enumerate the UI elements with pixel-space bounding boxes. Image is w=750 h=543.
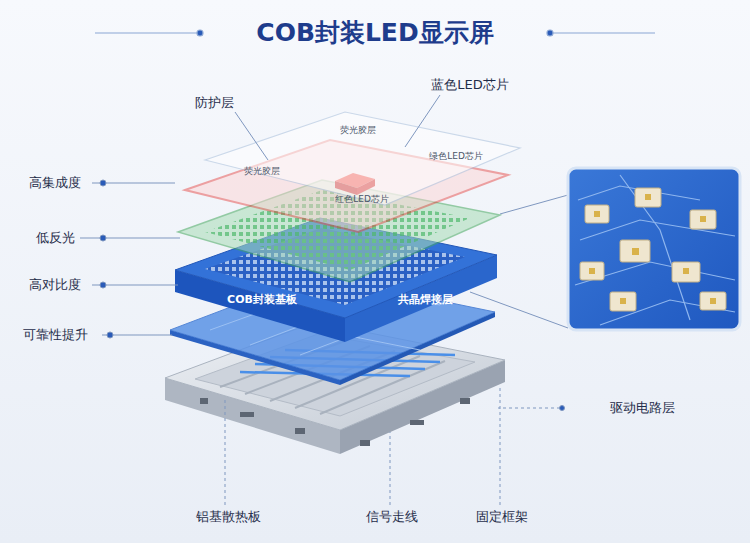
part-label: 信号走线 [366, 510, 418, 524]
metal-frame-part [295, 428, 305, 434]
feature-label: 可靠性提升 [23, 328, 88, 342]
inset-closeup-part [580, 188, 726, 311]
leader-lines-part [100, 180, 106, 186]
part-label: 铝基散热板 [196, 510, 261, 524]
leader-lines-part [470, 292, 568, 328]
inset-closeup-part [589, 268, 595, 274]
layer-label: 绿色LED芯片 [429, 152, 483, 162]
title-decoration-part [547, 30, 553, 36]
title-decoration-part [550, 32, 655, 33]
leader-lines-part [107, 332, 113, 338]
layer-label: 红色LED芯片 [335, 195, 389, 205]
driver-circuit-board-part [300, 336, 420, 355]
part-label: 固定框架 [476, 510, 528, 524]
inset-closeup [568, 168, 740, 330]
inset-closeup-part [610, 292, 636, 311]
leader-lines-part [498, 408, 560, 409]
inset-closeup-part [700, 216, 706, 222]
leader-lines-part [500, 195, 568, 214]
feature-label: 高集成度 [29, 176, 81, 190]
feature-label: 高对比度 [29, 278, 81, 292]
protective-glass [205, 112, 520, 205]
layer-label: 共晶焊接层 [398, 294, 453, 306]
leader-lines-part [390, 432, 391, 505]
leader-lines-part [80, 238, 180, 239]
inset-closeup-part [568, 168, 740, 330]
metal-frame-part [360, 440, 370, 446]
layer-label: 荧光胶层 [340, 126, 376, 136]
inset-closeup-part [575, 175, 735, 325]
protective-glass-part [205, 112, 520, 205]
layer-label: 防护层 [195, 96, 234, 110]
leader-lines-part [235, 112, 268, 160]
leader-lines-part [225, 398, 226, 505]
inset-closeup-part [683, 268, 689, 274]
leader-lines-part [405, 95, 440, 147]
inset-closeup-part [575, 262, 735, 285]
layer-label: 驱动电路层 [610, 401, 675, 415]
inset-closeup-part [635, 188, 661, 207]
inset-closeup-part [645, 194, 651, 200]
inset-closeup-part [580, 262, 604, 280]
metal-frame-part [460, 398, 470, 404]
inset-closeup-part [585, 205, 609, 223]
metal-frame-part [200, 398, 470, 446]
leader-lines-part [560, 406, 565, 411]
title-decoration-part [95, 32, 200, 33]
layer-label: COB封装基板 [227, 294, 297, 306]
leader-lines [80, 95, 568, 505]
layer-label: 荧光胶层 [244, 167, 280, 177]
inset-closeup-part [632, 248, 639, 255]
inset-closeup-part [700, 292, 726, 310]
metal-frame-part [200, 398, 208, 404]
inset-closeup-part [620, 240, 650, 262]
inset-closeup-part [594, 211, 600, 217]
metal-frame-part [410, 420, 424, 425]
title-decoration-part [197, 30, 203, 36]
leader-lines-part [500, 385, 501, 505]
layer-label: 蓝色LED芯片 [431, 78, 508, 92]
metal-frame-part [240, 412, 254, 417]
feature-label: 低反光 [36, 231, 75, 245]
inset-closeup-part [710, 298, 716, 304]
leader-lines-part [100, 235, 106, 241]
inset-closeup-part [672, 262, 700, 282]
inset-closeup-part [690, 210, 716, 229]
inset-closeup-part [589, 194, 716, 304]
inset-closeup-part [620, 298, 626, 304]
leader-lines-part [100, 282, 106, 288]
diagram-title: COB封装LED显示屏 [256, 19, 493, 47]
